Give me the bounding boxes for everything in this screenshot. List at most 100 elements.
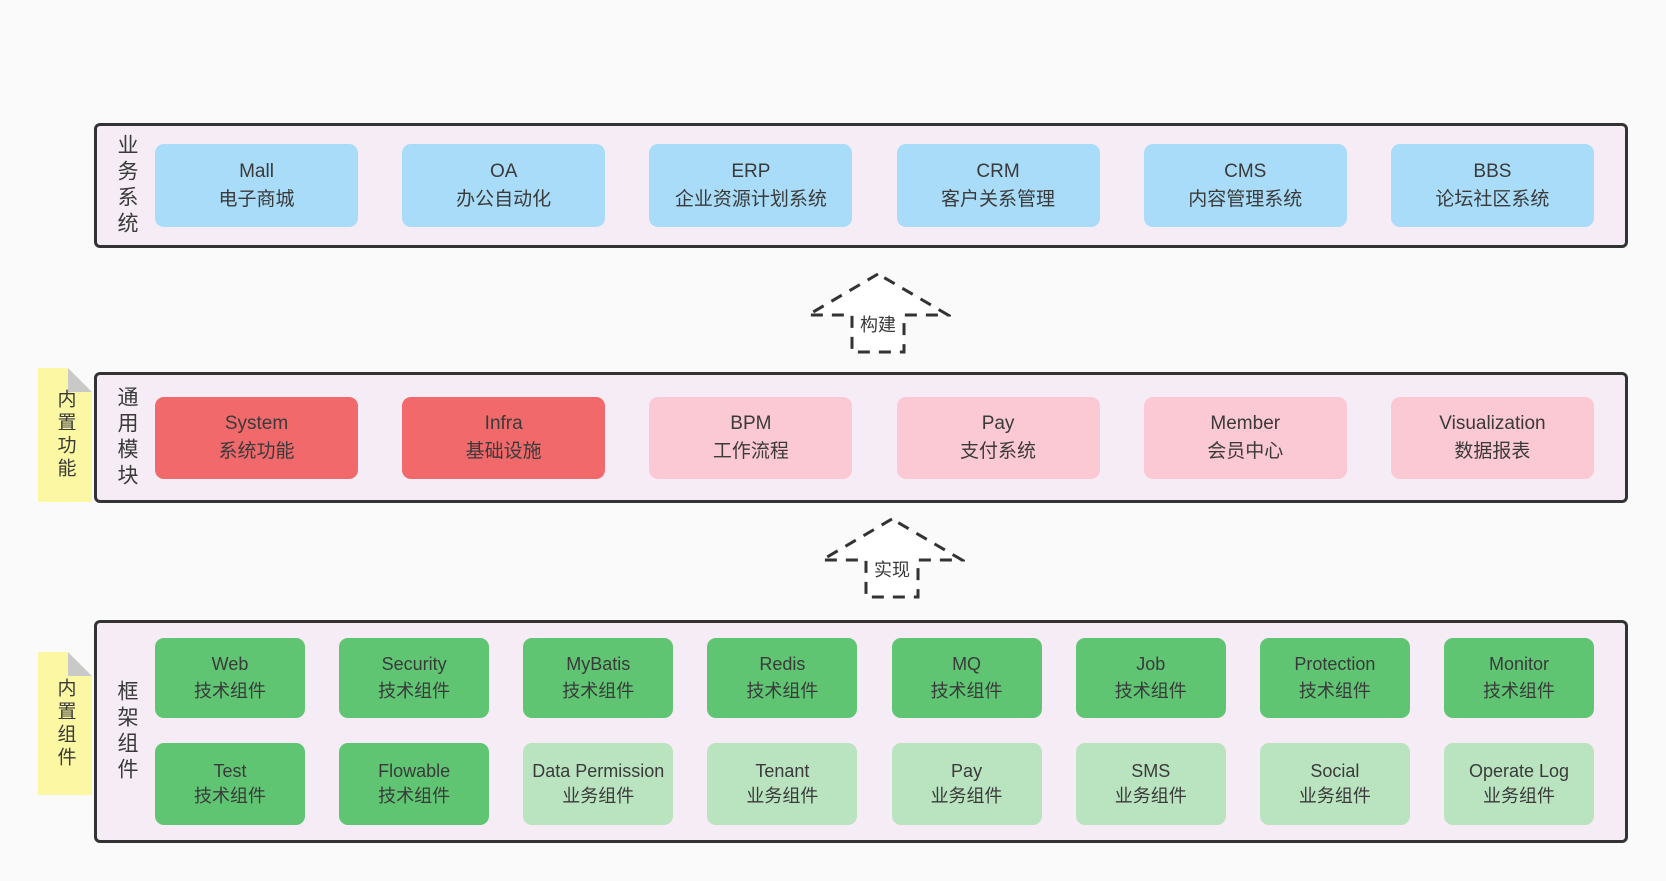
box-subtitle: 工作流程 [712, 440, 789, 462]
box-title: MyBatis [566, 654, 631, 674]
box-row: Mall 电子商城 OA 办公自动化 ERP 企业资源计划系统 CRM 客户关系… [155, 144, 1594, 227]
box-system: System 系统功能 [155, 396, 358, 479]
box-title: Mall [239, 160, 274, 182]
box-title: ERP [731, 160, 771, 182]
arrow-implement-label: 实现 [872, 556, 912, 582]
box-bbs: BBS 论坛社区系统 [1390, 144, 1594, 227]
box-cms: CMS 内容管理系统 [1143, 144, 1347, 227]
box-test: Test 技术组件 [155, 743, 305, 825]
box-flowable: Flowable 技术组件 [339, 743, 490, 825]
band-label-business-systems: 业务系统 [115, 133, 138, 238]
box-subtitle: 办公自动化 [456, 188, 552, 210]
box-operate-log: Operate Log 业务组件 [1443, 743, 1594, 825]
box-title: Operate Log [1468, 761, 1570, 781]
box-title: Data Permission [532, 761, 665, 781]
box-title: Pay [981, 412, 1015, 434]
box-oa: OA 办公自动化 [402, 144, 606, 227]
box-subtitle: 系统功能 [218, 440, 295, 462]
box-subtitle: 业务组件 [930, 786, 1003, 806]
arrow-implement: 实现 [816, 516, 968, 600]
box-title: Visualization [1439, 412, 1546, 434]
box-title: CRM [976, 160, 1020, 182]
box-title: OA [489, 160, 518, 182]
box-subtitle: 技术组件 [1114, 681, 1187, 701]
folded-corner-icon [68, 368, 92, 392]
box-title: Job [1136, 654, 1166, 674]
sticky-note-built-in-features: 内置功能 [38, 368, 92, 502]
band-label-common-modules: 通用模块 [115, 385, 138, 490]
box-member: Member 会员中心 [1143, 396, 1347, 479]
box-subtitle: 业务组件 [1482, 786, 1555, 806]
box-sms: SMS 业务组件 [1075, 743, 1226, 825]
box-title: Monitor [1488, 654, 1549, 674]
box-pay: Pay 支付系统 [896, 396, 1100, 479]
box-bpm: BPM 工作流程 [649, 396, 853, 479]
box-crm: CRM 客户关系管理 [896, 144, 1100, 227]
folded-corner-icon [68, 652, 92, 676]
box-subtitle: 技术组件 [1298, 681, 1371, 701]
box-title: SMS [1131, 761, 1171, 781]
box-pay-business: Pay 业务组件 [891, 743, 1042, 825]
box-erp: ERP 企业资源计划系统 [649, 144, 853, 227]
box-subtitle: 业务组件 [1114, 786, 1187, 806]
box-subtitle: 技术组件 [378, 786, 451, 806]
arrow-build: 构建 [802, 271, 954, 355]
box-tenant: Tenant 业务组件 [707, 743, 858, 825]
sticky-note-label: 内置功能 [54, 389, 76, 481]
box-title: Pay [951, 761, 983, 781]
box-visualization: Visualization 数据报表 [1390, 396, 1594, 479]
box-mq: MQ 技术组件 [891, 638, 1042, 718]
box-infra: Infra 基础设施 [402, 396, 606, 479]
sticky-note-label: 内置组件 [54, 677, 76, 770]
band-content: Web 技术组件 Security 技术组件 MyBatis 技术组件 Redi… [155, 623, 1625, 840]
box-row: Test 技术组件 Flowable 技术组件 Data Permission … [155, 743, 1594, 825]
box-title: MQ [952, 654, 982, 674]
box-title: Web [211, 654, 249, 674]
box-title: BPM [730, 412, 772, 434]
box-title: CMS [1224, 160, 1267, 182]
box-title: Redis [759, 654, 806, 674]
box-subtitle: 技术组件 [930, 681, 1003, 701]
box-subtitle: 支付系统 [960, 440, 1037, 462]
box-subtitle: 技术组件 [746, 681, 819, 701]
arrow-build-label: 构建 [858, 311, 898, 337]
box-title: Member [1210, 412, 1281, 434]
band-content: Mall 电子商城 OA 办公自动化 ERP 企业资源计划系统 CRM 客户关系… [155, 126, 1625, 245]
sticky-note-built-in-components: 内置组件 [38, 652, 92, 795]
box-title: Test [213, 761, 247, 781]
box-security: Security 技术组件 [339, 638, 490, 718]
band-label-framework-components: 框架组件 [115, 679, 138, 784]
box-subtitle: 技术组件 [194, 681, 266, 701]
box-subtitle: 业务组件 [746, 786, 819, 806]
box-row: Web 技术组件 Security 技术组件 MyBatis 技术组件 Redi… [155, 638, 1594, 718]
band-content: System 系统功能 Infra 基础设施 BPM 工作流程 Pay 支付系统… [155, 375, 1625, 500]
box-data-permission: Data Permission 业务组件 [523, 743, 674, 825]
box-subtitle: 技术组件 [194, 786, 266, 806]
box-subtitle: 数据报表 [1454, 440, 1531, 462]
box-title: Protection [1294, 654, 1376, 674]
box-title: BBS [1473, 160, 1512, 182]
box-subtitle: 技术组件 [562, 681, 635, 701]
box-subtitle: 业务组件 [562, 786, 635, 806]
box-subtitle: 内容管理系统 [1188, 188, 1303, 210]
box-protection: Protection 技术组件 [1259, 638, 1410, 718]
box-redis: Redis 技术组件 [707, 638, 858, 718]
box-title: Tenant [755, 761, 810, 781]
box-subtitle: 论坛社区系统 [1435, 188, 1550, 210]
band-common-modules: 通用模块 System 系统功能 Infra 基础设施 BPM 工作流程 Pay… [94, 372, 1628, 503]
box-title: Infra [484, 412, 523, 434]
box-mybatis: MyBatis 技术组件 [523, 638, 674, 718]
box-row: System 系统功能 Infra 基础设施 BPM 工作流程 Pay 支付系统… [155, 396, 1594, 479]
box-subtitle: 技术组件 [1482, 681, 1555, 701]
box-subtitle: 技术组件 [378, 681, 451, 701]
box-subtitle: 企业资源计划系统 [674, 188, 827, 210]
box-social: Social 业务组件 [1259, 743, 1410, 825]
box-subtitle: 电子商城 [218, 188, 295, 210]
band-framework-components: 框架组件 Web 技术组件 Security 技术组件 MyBatis 技术组件… [94, 620, 1628, 843]
box-mall: Mall 电子商城 [155, 144, 358, 227]
box-web: Web 技术组件 [155, 638, 305, 718]
box-subtitle: 基础设施 [465, 440, 542, 462]
box-job: Job 技术组件 [1075, 638, 1226, 718]
box-title: Security [381, 654, 447, 674]
